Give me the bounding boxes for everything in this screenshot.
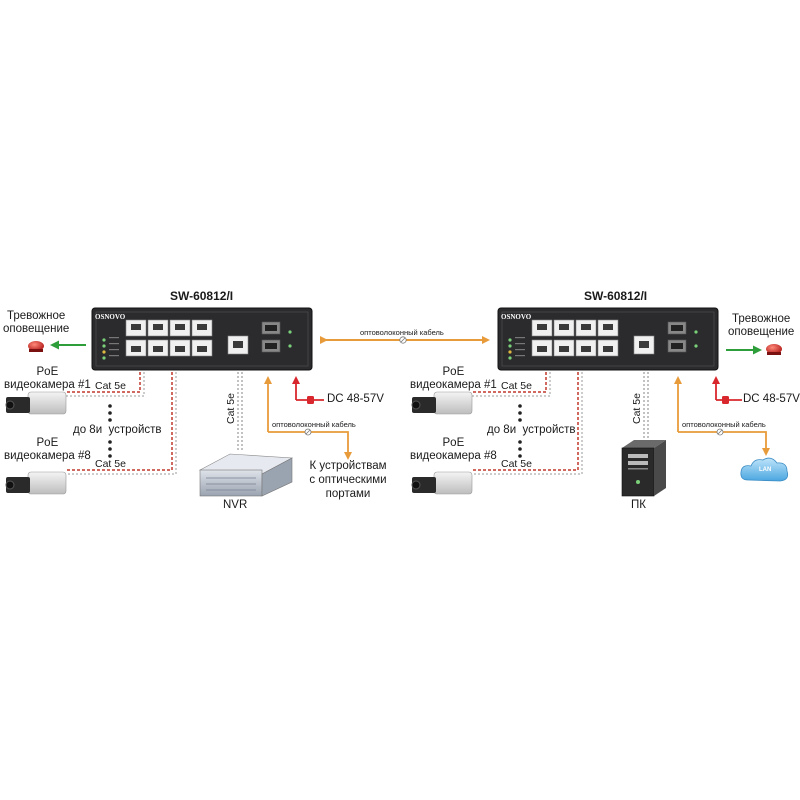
left-camera-cables: [66, 372, 177, 475]
left-power-line: [292, 376, 324, 404]
right-alarm-label: Тревожное оповещение: [728, 313, 795, 339]
pc-tower-icon: [621, 440, 666, 497]
right-cat-bottom-label: Cat 5e: [501, 458, 532, 470]
left-power-label: DC 48-57V: [327, 393, 384, 405]
left-switch-title: SW-60812/I: [170, 289, 234, 303]
pc-label: ПК: [631, 499, 646, 511]
nvr-label: NVR: [223, 499, 248, 511]
right-pc-cable: [643, 372, 649, 442]
right-camera8-label: PoE видеокамера #8: [410, 437, 497, 463]
left-status-leds: [102, 337, 119, 360]
right-devices-label: до 8и устройств: [487, 424, 576, 436]
left-camera8-label: PoE видеокамера #8: [4, 437, 91, 463]
left-nvr-cable-label: Cat 5e: [225, 393, 237, 424]
nvr-icon: [198, 453, 294, 497]
center-fiber-link: [320, 336, 490, 344]
left-sfp-ports: [261, 321, 281, 353]
left-camera1-label: PoE видеокамера #1: [4, 366, 91, 392]
right-power-line: [712, 376, 742, 404]
left-switch: [91, 307, 313, 371]
right-power-label: DC 48-57V: [743, 393, 800, 405]
right-camera-cables: [472, 372, 583, 475]
camera-icon: [411, 391, 473, 415]
left-optical-fiber: [264, 376, 352, 460]
right-switch-title: SW-60812/I: [584, 289, 648, 303]
left-cat-top-label: Cat 5e: [95, 380, 126, 392]
right-alarm: [726, 344, 782, 355]
left-alarm: [28, 340, 86, 352]
right-status-leds: [508, 337, 525, 360]
left-nvr-cable: [237, 372, 243, 452]
lan-cloud-icon: [740, 457, 789, 482]
left-alarm-label: Тревожное оповещение: [3, 310, 70, 336]
right-sfp-ports: [667, 321, 687, 353]
right-brand-logo: OSNOVO: [501, 313, 532, 321]
center-fiber-label: оптоволоконный кабель: [360, 328, 444, 337]
right-lan-fiber: [674, 376, 770, 456]
left-fiber-label: оптоволоконный кабель: [272, 420, 356, 429]
right-camera1-label: PoE видеокамера #1: [410, 366, 497, 392]
right-pc-cable-label: Cat 5e: [631, 393, 643, 424]
camera-icon: [5, 471, 67, 495]
left-cat-bottom-label: Cat 5e: [95, 458, 126, 470]
right-switch: [497, 307, 719, 371]
camera-icon: [5, 391, 67, 415]
camera-icon: [411, 471, 473, 495]
left-devices-label: до 8и устройств: [73, 424, 162, 436]
lan-label: LAN: [759, 467, 772, 473]
right-cat-top-label: Cat 5e: [501, 380, 532, 392]
optical-devices-label: К устройствам с оптическими портами: [309, 460, 387, 500]
left-brand-logo: OSNOVO: [95, 313, 126, 321]
right-fiber-label: оптоволоконный кабель: [682, 420, 766, 429]
